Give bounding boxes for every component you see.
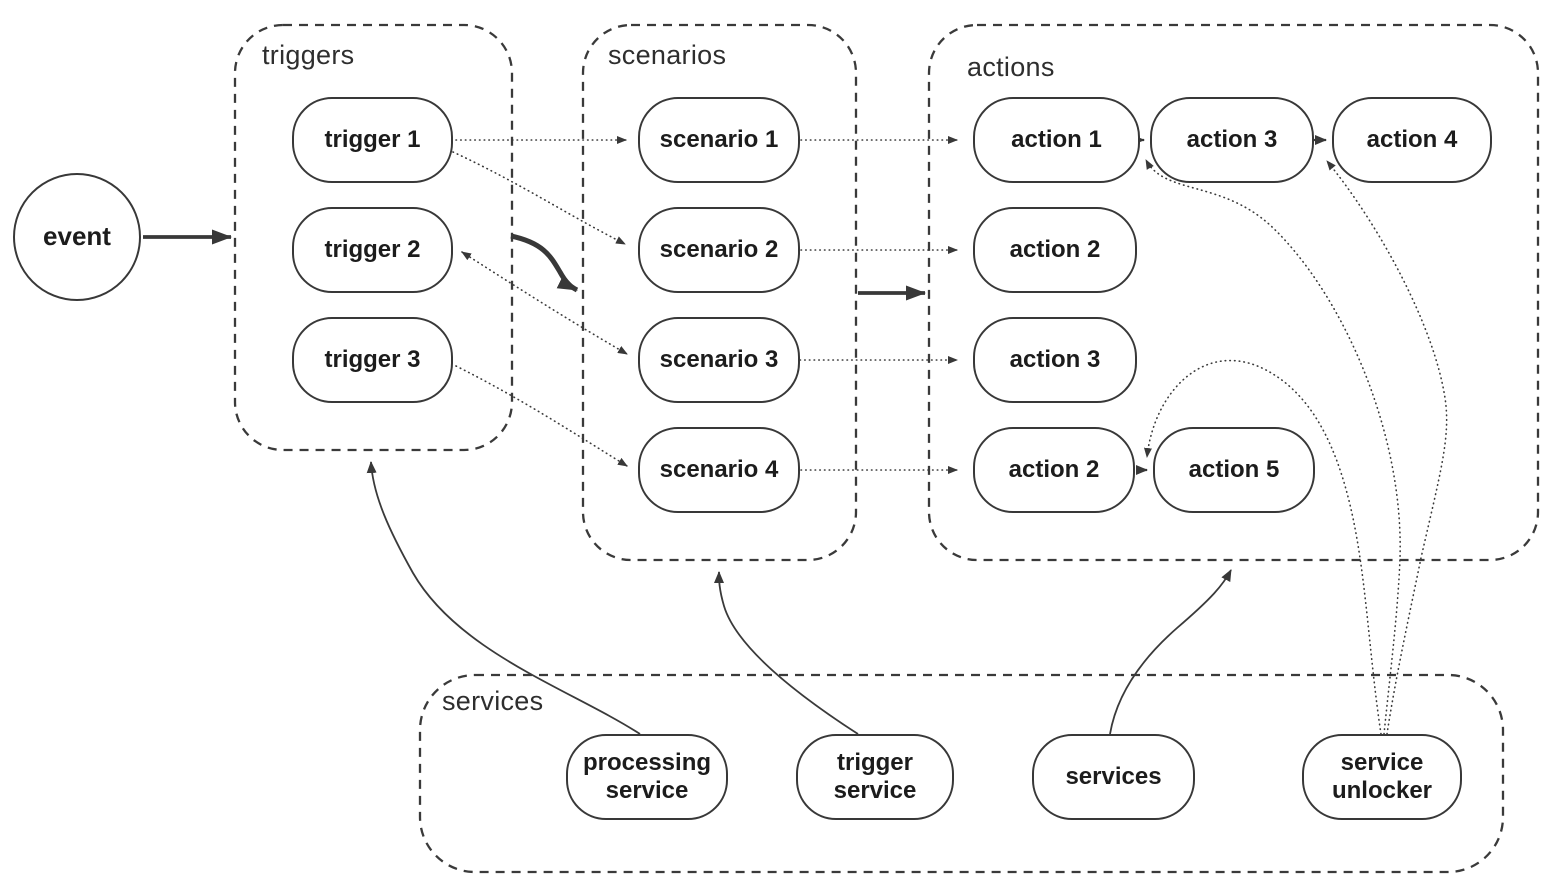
edge-trigger2-scenario3-bidirectional bbox=[461, 251, 628, 355]
node-action-2-row4[interactable]: action 2 bbox=[973, 427, 1135, 513]
node-action-2-row2[interactable]: action 2 bbox=[973, 207, 1137, 293]
actions-container bbox=[927, 23, 1540, 562]
edge-service-unlocker-to-action2-action5-junction bbox=[1143, 359, 1382, 735]
edge-trigger-service-to-scenarios bbox=[714, 571, 859, 735]
node-event[interactable]: event bbox=[13, 173, 141, 301]
node-action-5[interactable]: action 5 bbox=[1153, 427, 1315, 513]
node-trigger-1[interactable]: trigger 1 bbox=[292, 97, 453, 183]
edge-service-unlocker-to-action1-action3-junction bbox=[1145, 159, 1401, 735]
services-container bbox=[418, 673, 1505, 874]
node-action-3-row3[interactable]: action 3 bbox=[973, 317, 1137, 403]
edge-trigger1-scenario2 bbox=[452, 151, 626, 245]
edge-services-to-actions bbox=[1109, 569, 1232, 735]
actions-container-label: actions bbox=[967, 52, 1055, 82]
edge-service-unlocker-to-action3-action4-junction bbox=[1326, 160, 1448, 735]
services-container-label: services bbox=[442, 686, 544, 716]
node-services[interactable]: services bbox=[1032, 734, 1195, 820]
triggers-container-label: triggers bbox=[262, 40, 355, 70]
edge-triggers-to-scenarios-bold bbox=[510, 233, 579, 293]
node-scenario-2[interactable]: scenario 2 bbox=[638, 207, 800, 293]
node-scenario-3[interactable]: scenario 3 bbox=[638, 317, 800, 403]
scenarios-container-label: scenarios bbox=[608, 40, 727, 70]
node-action-4[interactable]: action 4 bbox=[1332, 97, 1492, 183]
node-trigger-3[interactable]: trigger 3 bbox=[292, 317, 453, 403]
edge-trigger3-scenario4 bbox=[455, 365, 628, 467]
node-processing-service[interactable]: processing service bbox=[566, 734, 728, 820]
node-service-unlocker[interactable]: service unlocker bbox=[1302, 734, 1462, 820]
node-action-1[interactable]: action 1 bbox=[973, 97, 1140, 183]
edge-processing-service-to-triggers bbox=[366, 461, 641, 735]
node-action-3-top[interactable]: action 3 bbox=[1150, 97, 1314, 183]
node-trigger-service[interactable]: trigger service bbox=[796, 734, 954, 820]
node-scenario-1[interactable]: scenario 1 bbox=[638, 97, 800, 183]
node-scenario-4[interactable]: scenario 4 bbox=[638, 427, 800, 513]
node-trigger-2[interactable]: trigger 2 bbox=[292, 207, 453, 293]
